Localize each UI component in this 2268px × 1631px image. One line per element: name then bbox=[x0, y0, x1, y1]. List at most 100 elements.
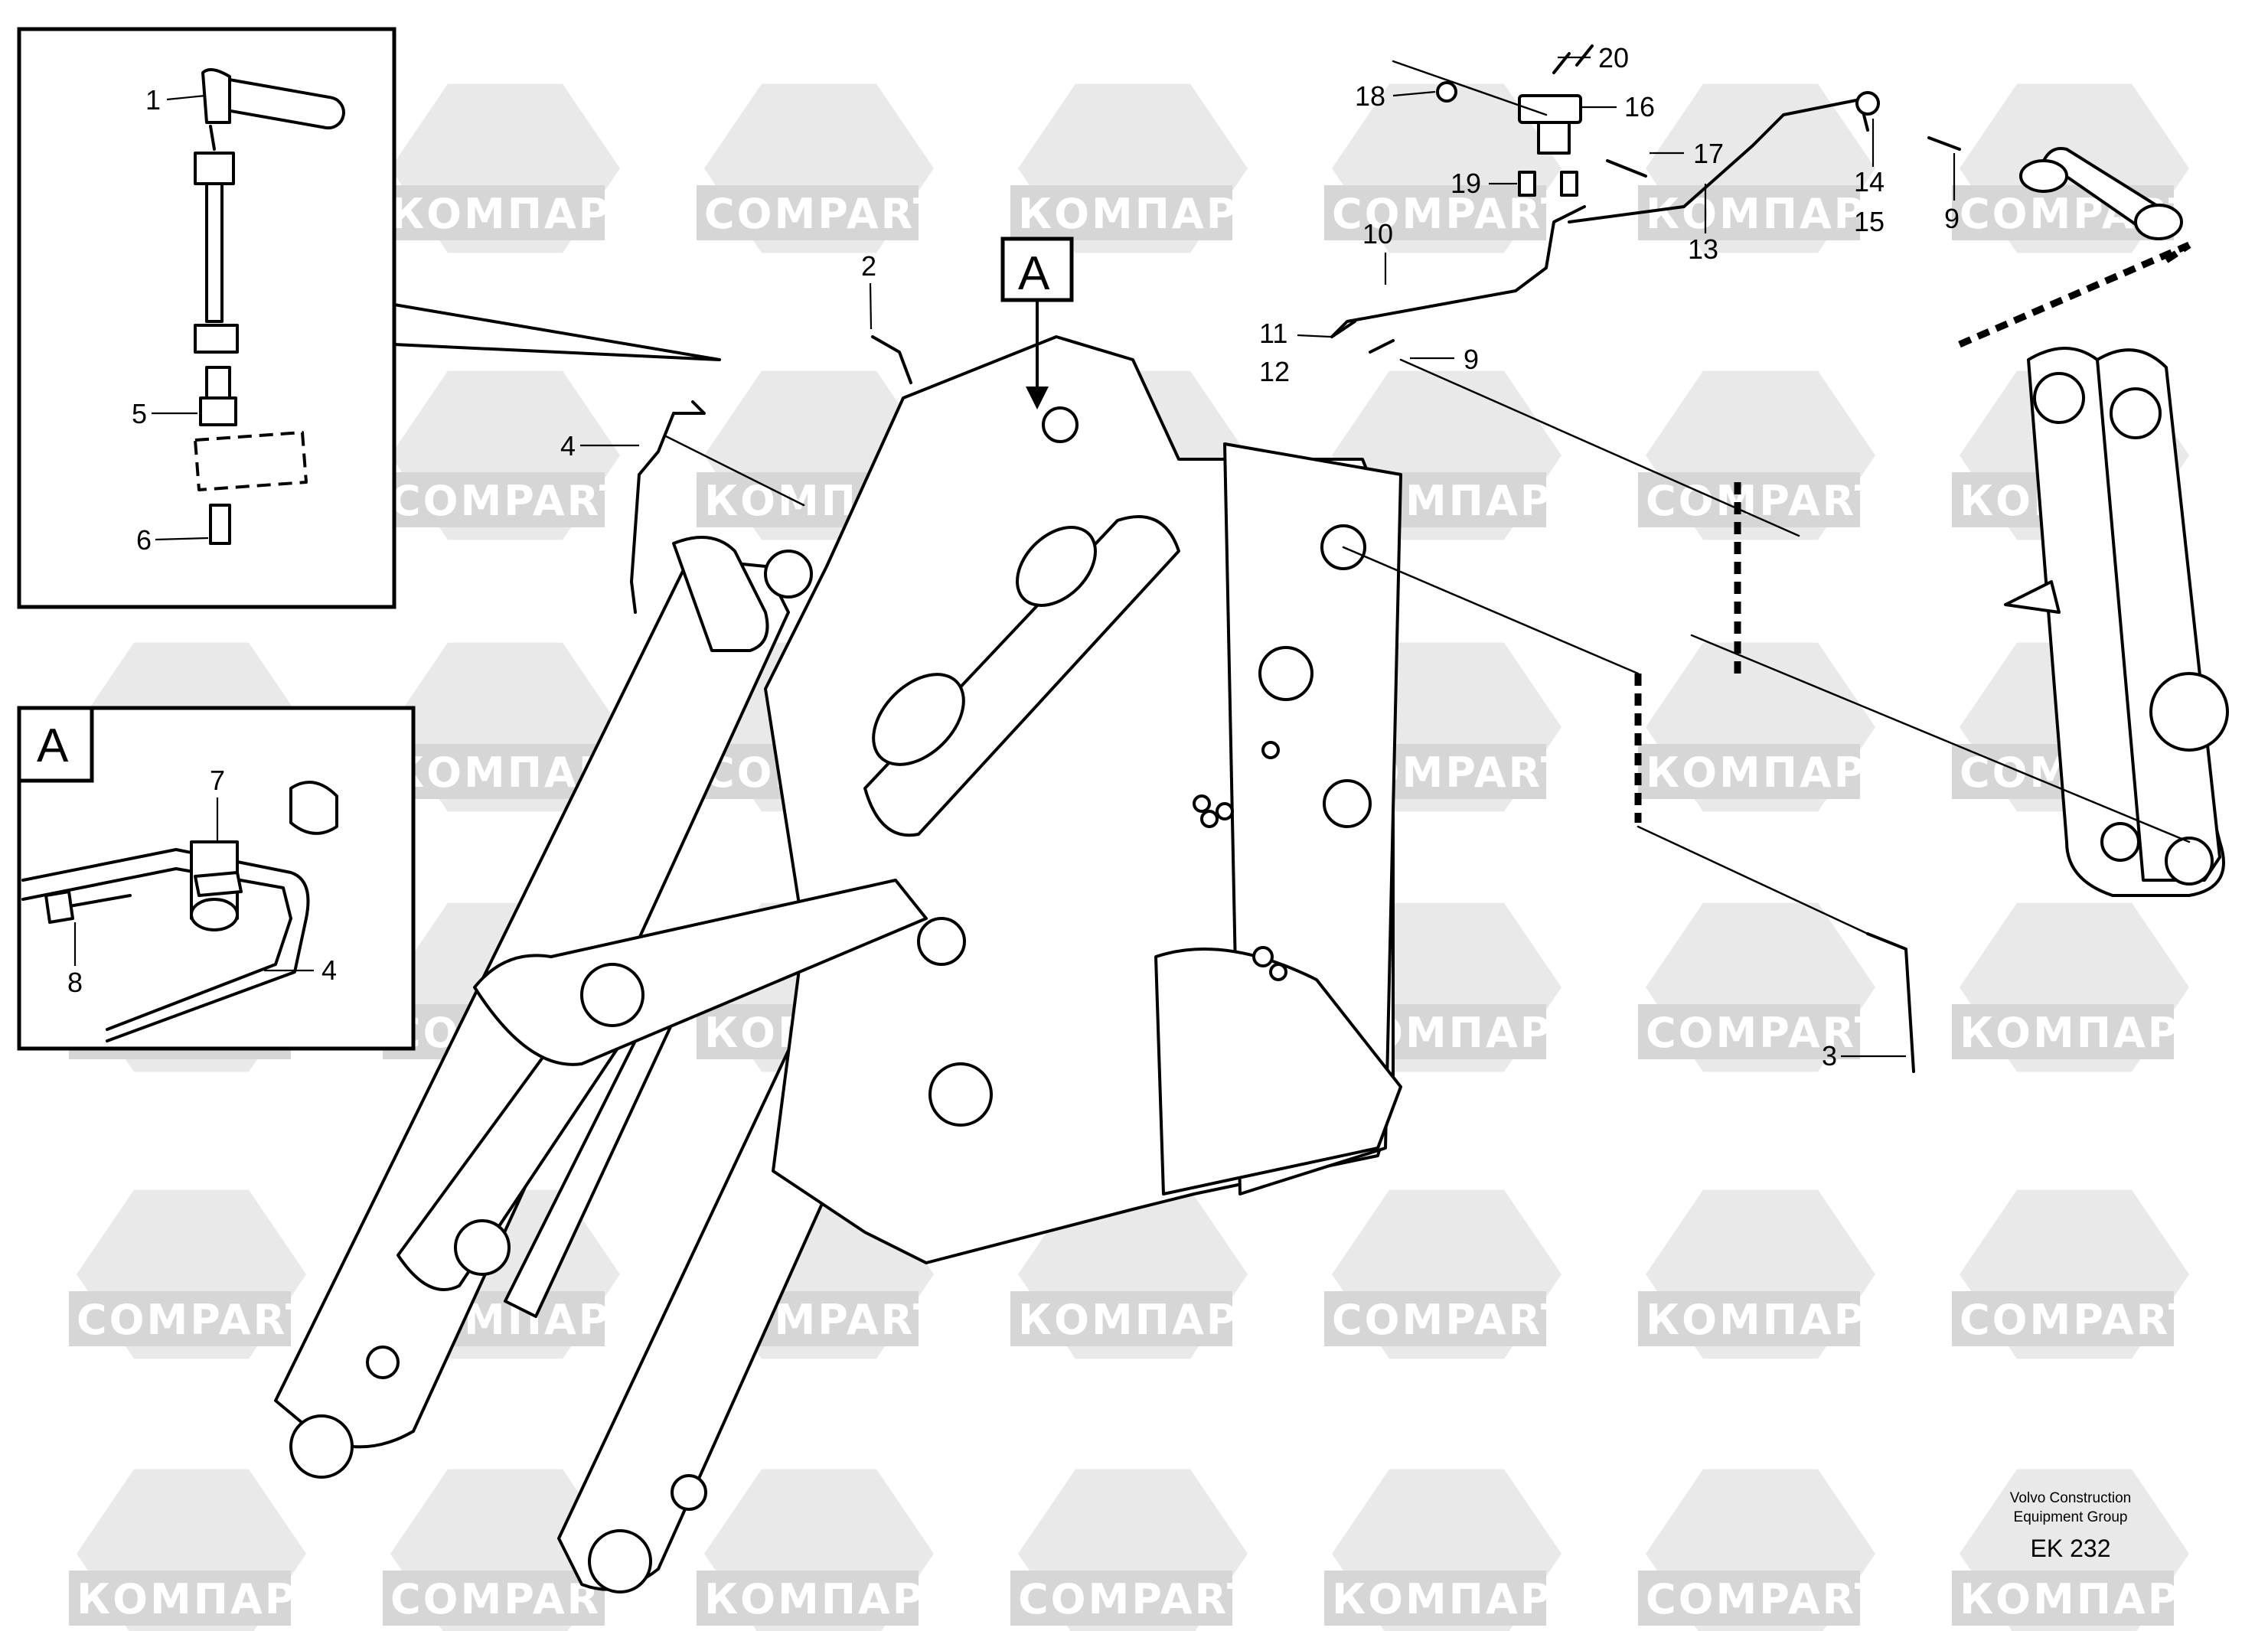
watermark-text: COMPART bbox=[1018, 1575, 1258, 1623]
watermark-band bbox=[383, 1571, 605, 1626]
watermark-band bbox=[1010, 1291, 1232, 1346]
watermark-band bbox=[1952, 1291, 2174, 1346]
detail-view-1 bbox=[17, 27, 721, 609]
watermark-text: КОМПАРТ bbox=[1018, 190, 1269, 238]
callout-18: 18 bbox=[1355, 80, 1436, 112]
callout-11: 11 bbox=[1259, 318, 1331, 349]
lift-link-drawing bbox=[2004, 147, 2229, 897]
watermark-band bbox=[1010, 185, 1232, 240]
watermark-band bbox=[383, 185, 605, 240]
watermark-text: COMPART bbox=[77, 1296, 316, 1344]
callout-17-label: 17 bbox=[1693, 138, 1724, 169]
callout-4-main: 4 bbox=[560, 430, 639, 462]
callout-1: 1 bbox=[145, 84, 206, 116]
watermark-text: COMPART bbox=[1332, 1296, 1571, 1344]
watermark-band bbox=[383, 744, 605, 799]
watermark-text: КОМПАРТ bbox=[1646, 1296, 1897, 1344]
watermark-text: КОМПАРТ bbox=[1646, 190, 1897, 238]
view-marker-label: A bbox=[1018, 247, 1050, 300]
callout-20: 20 bbox=[1558, 42, 1629, 73]
watermark-text: COMPART bbox=[704, 190, 944, 238]
view-marker-A bbox=[1000, 236, 1074, 409]
callout-14: 14 bbox=[1854, 119, 1885, 197]
watermark-text: КОМПАРТ bbox=[77, 1575, 328, 1623]
callout-9b-label: 9 bbox=[1464, 344, 1479, 375]
watermark-text: COMPART bbox=[1646, 1009, 1885, 1057]
callout-12: 12 bbox=[1259, 356, 1290, 387]
watermark-band bbox=[1638, 1571, 1860, 1626]
callout-4-detail: 4 bbox=[264, 954, 337, 986]
watermark-band bbox=[697, 185, 919, 240]
callout-19: 19 bbox=[1451, 168, 1517, 199]
watermark-text: КОМПАРТ bbox=[704, 1575, 955, 1623]
watermark-band bbox=[1638, 744, 1860, 799]
callout-4-label: 4 bbox=[560, 430, 576, 462]
callout-6-label: 6 bbox=[136, 524, 152, 556]
callout-5-label: 5 bbox=[132, 398, 147, 429]
callout-8-label: 8 bbox=[67, 967, 83, 998]
callout-10-label: 10 bbox=[1362, 218, 1393, 250]
watermark-band bbox=[1638, 185, 1860, 240]
callout-15-label: 15 bbox=[1854, 206, 1885, 237]
callout-2-label: 2 bbox=[861, 250, 876, 282]
callout-15: 15 bbox=[1854, 206, 1885, 237]
callout-14-label: 14 bbox=[1854, 166, 1885, 197]
watermark-band bbox=[383, 472, 605, 527]
callout-13: 13 bbox=[1688, 184, 1718, 265]
callout-7-label: 7 bbox=[210, 765, 225, 796]
callout-2: 2 bbox=[861, 250, 876, 330]
callout-17: 17 bbox=[1650, 138, 1724, 169]
watermark-band bbox=[697, 1571, 919, 1626]
watermark-text: COMPART bbox=[1646, 1575, 1885, 1623]
callout-3-label: 3 bbox=[1822, 1040, 1837, 1072]
callout-11-label: 11 bbox=[1259, 318, 1287, 349]
detail-A-label: A bbox=[37, 719, 69, 772]
reference-lines bbox=[664, 60, 2191, 935]
callout-7: 7 bbox=[210, 765, 225, 840]
callout-13-label: 13 bbox=[1688, 233, 1718, 265]
callout-1-label: 1 bbox=[145, 84, 161, 116]
callout-3: 3 bbox=[1822, 1040, 1906, 1072]
watermark-band bbox=[1952, 1571, 2174, 1626]
watermark-band bbox=[1638, 1291, 1860, 1346]
callout-6: 6 bbox=[136, 524, 209, 556]
callout-9-label: 9 bbox=[1944, 203, 1960, 234]
watermark-text: КОМПАРТ bbox=[1332, 1575, 1583, 1623]
drawing-code: EK 232 bbox=[2030, 1535, 2111, 1562]
watermark-text: КОМПАРТ bbox=[1646, 749, 1897, 797]
watermark-band bbox=[1638, 1004, 1860, 1059]
watermark-band bbox=[1010, 1571, 1232, 1626]
callout-8: 8 bbox=[67, 922, 83, 998]
callout-16-label: 16 bbox=[1624, 91, 1655, 122]
footer-line-2: Equipment Group bbox=[2013, 1509, 2128, 1525]
callout-16: 16 bbox=[1581, 91, 1655, 122]
watermark-band bbox=[69, 1291, 291, 1346]
watermark-band bbox=[1324, 1571, 1546, 1626]
watermark-text: COMPART bbox=[390, 477, 630, 525]
callout-12-label: 12 bbox=[1259, 356, 1290, 387]
detail-view-A bbox=[17, 706, 416, 1051]
callouts: A A 1 2 3 4 4 5 6 7 bbox=[37, 42, 1960, 1072]
callout-10: 10 bbox=[1362, 218, 1393, 285]
watermark-text: КОМПАРТ bbox=[1960, 1009, 2211, 1057]
watermark-band bbox=[1952, 1004, 2174, 1059]
callout-5: 5 bbox=[132, 398, 197, 429]
callout-9-mid: 9 bbox=[1410, 344, 1479, 375]
loader-frame-drawing bbox=[274, 335, 1402, 1593]
callout-4-detail-label: 4 bbox=[321, 954, 337, 986]
watermark-text: COMPART bbox=[1960, 1296, 2199, 1344]
watermark-text: COMPART bbox=[1332, 190, 1571, 238]
grease-piping bbox=[630, 44, 1961, 1073]
watermark-band bbox=[1324, 1291, 1546, 1346]
footer-line-1: Volvo Construction bbox=[2009, 1490, 2132, 1506]
callout-9-right: 9 bbox=[1944, 153, 1960, 234]
watermark-text: КОМПАРТ bbox=[1960, 1575, 2211, 1623]
watermark-text: КОМПАРТ bbox=[390, 190, 641, 238]
callout-18-label: 18 bbox=[1355, 80, 1385, 112]
publisher-footer: Volvo Construction Equipment Group EK 23… bbox=[1956, 1489, 2185, 1563]
callout-20-label: 20 bbox=[1598, 42, 1629, 73]
watermark-band bbox=[69, 1571, 291, 1626]
callout-19-label: 19 bbox=[1451, 168, 1481, 199]
watermark-text: КОМПАРТ bbox=[1018, 1296, 1269, 1344]
